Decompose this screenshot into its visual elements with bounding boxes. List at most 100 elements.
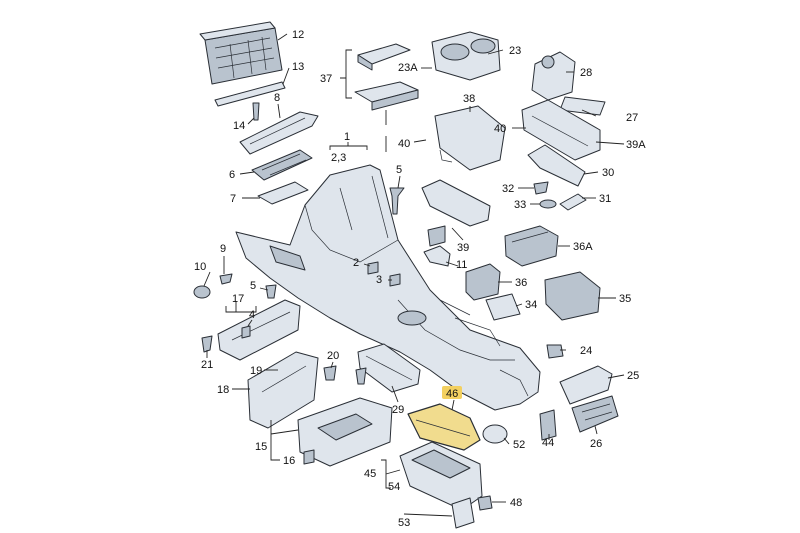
part-21-screw xyxy=(201,335,213,353)
part-4-clip xyxy=(241,325,251,339)
callout-52[interactable]: 52 xyxy=(513,439,525,451)
callout-36a[interactable]: 36A xyxy=(573,241,593,253)
part-26-switch xyxy=(571,395,619,433)
part-44-trim xyxy=(539,409,557,441)
callout-38[interactable]: 38 xyxy=(463,93,475,105)
callout-5-b[interactable]: 5 xyxy=(250,280,256,292)
callout-8[interactable]: 8 xyxy=(274,92,280,104)
callout-48[interactable]: 48 xyxy=(510,497,522,509)
callout-44[interactable]: 44 xyxy=(542,437,554,449)
callout-21[interactable]: 21 xyxy=(201,359,213,371)
part-6-switch-panel xyxy=(251,149,313,181)
callout-2-3[interactable]: 2,3 xyxy=(331,152,346,164)
part-8-trim-panel xyxy=(239,111,319,155)
part-20-screw xyxy=(323,365,337,381)
part-2-clip xyxy=(367,261,379,275)
part-32-screw xyxy=(533,181,549,195)
callout-9[interactable]: 9 xyxy=(220,243,226,255)
part-13-trim-strip xyxy=(214,81,286,107)
part-17-bracket xyxy=(217,299,301,361)
part-37-cover xyxy=(354,43,419,111)
callout-13[interactable]: 13 xyxy=(292,61,304,73)
callout-36[interactable]: 36 xyxy=(515,277,527,289)
callout-39[interactable]: 39 xyxy=(457,242,469,254)
part-36-switch xyxy=(465,263,501,301)
callout-40-b[interactable]: 40 xyxy=(494,123,506,135)
callout-20[interactable]: 20 xyxy=(327,350,339,362)
callout-14[interactable]: 14 xyxy=(233,120,245,132)
part-39-bracket xyxy=(421,179,491,247)
callout-4[interactable]: 4 xyxy=(249,309,255,321)
callout-24[interactable]: 24 xyxy=(580,345,592,357)
callout-35[interactable]: 35 xyxy=(619,293,631,305)
callout-46-highlight xyxy=(442,386,462,399)
part-7-cover-strip xyxy=(257,181,309,205)
part-46-armrest-lid xyxy=(407,403,481,451)
callout-labels: 12 13 14 8 37 23A 23 28 1 2,3 6 7 40 38 … xyxy=(194,29,646,529)
part-29-cover xyxy=(357,343,421,393)
callout-16[interactable]: 16 xyxy=(283,455,295,467)
part-10-cap xyxy=(193,285,211,299)
callout-19[interactable]: 19 xyxy=(250,365,262,377)
part-36a-switch xyxy=(504,225,559,267)
callout-54[interactable]: 54 xyxy=(388,481,400,493)
callout-31[interactable]: 31 xyxy=(599,193,611,205)
part-34-mat xyxy=(485,293,521,321)
callout-40-a[interactable]: 40 xyxy=(398,138,410,150)
part-18-bracket xyxy=(247,351,319,429)
callout-33[interactable]: 33 xyxy=(514,199,526,211)
part-39a-tray xyxy=(521,99,601,161)
part-9-screw xyxy=(219,273,233,285)
callout-46[interactable]: 46 xyxy=(446,388,458,400)
callout-18[interactable]: 18 xyxy=(217,384,229,396)
part-11-bracket xyxy=(423,245,451,267)
part-25-switch xyxy=(559,365,613,405)
leader-lines xyxy=(203,33,625,517)
part-24-nut xyxy=(546,344,564,359)
part-30-bracket xyxy=(527,144,586,187)
part-52-cap xyxy=(482,424,508,444)
callout-32[interactable]: 32 xyxy=(502,183,514,195)
part-38-bracket xyxy=(434,105,506,171)
part-15-cover-frame xyxy=(297,397,393,467)
callout-23[interactable]: 23 xyxy=(509,45,521,57)
callout-2[interactable]: 2 xyxy=(353,257,359,269)
callout-5-a[interactable]: 5 xyxy=(396,164,402,176)
part-5b-screw xyxy=(265,284,277,299)
callout-10[interactable]: 10 xyxy=(194,261,206,273)
callout-34[interactable]: 34 xyxy=(525,299,537,311)
callout-11[interactable]: 11 xyxy=(456,259,467,271)
part-12-control-unit xyxy=(199,21,283,85)
callout-12[interactable]: 12 xyxy=(292,29,304,41)
part-28-selector-cover xyxy=(531,51,576,101)
part-48-nut xyxy=(477,495,493,511)
callout-17[interactable]: 17 xyxy=(232,293,244,305)
callout-15[interactable]: 15 xyxy=(255,441,267,453)
callout-25[interactable]: 25 xyxy=(627,370,639,382)
part-14-screw xyxy=(252,102,260,121)
callout-45[interactable]: 45 xyxy=(364,468,376,480)
part-45-armrest-box xyxy=(399,441,483,511)
callout-53[interactable]: 53 xyxy=(398,517,410,529)
callout-28[interactable]: 28 xyxy=(580,67,592,79)
callout-6[interactable]: 6 xyxy=(229,169,235,181)
part-35-switch xyxy=(544,271,601,321)
callout-37[interactable]: 37 xyxy=(320,73,332,85)
callout-26[interactable]: 26 xyxy=(590,438,602,450)
callout-3[interactable]: 3 xyxy=(376,274,382,286)
callout-30[interactable]: 30 xyxy=(602,167,614,179)
part-27-cover xyxy=(559,96,606,116)
part-5a-screw xyxy=(389,187,405,215)
part-31-clip xyxy=(559,193,587,211)
callout-39a[interactable]: 39A xyxy=(626,139,646,151)
part-53-hinge xyxy=(451,497,475,529)
part-16-clip xyxy=(303,449,315,465)
callout-7[interactable]: 7 xyxy=(230,193,236,205)
part-40c-screw xyxy=(355,367,367,385)
callout-29[interactable]: 29 xyxy=(392,404,404,416)
part-3-nut xyxy=(389,273,401,287)
part-1-center-console xyxy=(235,164,541,411)
callout-1[interactable]: 1 xyxy=(344,131,350,143)
callout-23a[interactable]: 23A xyxy=(398,62,418,74)
callout-27[interactable]: 27 xyxy=(626,112,638,124)
